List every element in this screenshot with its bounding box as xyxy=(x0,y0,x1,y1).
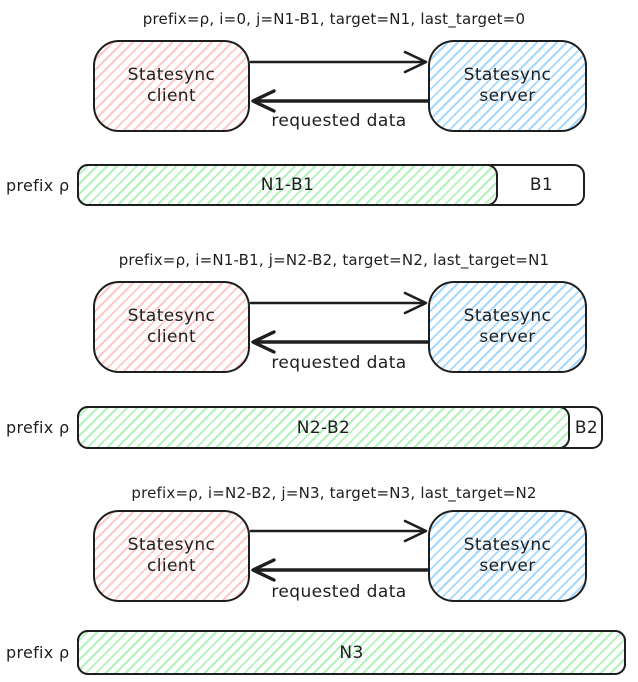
progress-bar-done xyxy=(77,164,498,206)
statesync-client-box: Statesync client xyxy=(93,510,250,602)
prefix-label: prefix ρ xyxy=(6,175,70,195)
server-label-line1: Statesync xyxy=(463,306,552,326)
statesync-server-box: Statesync server xyxy=(428,281,587,373)
client-label-line1: Statesync xyxy=(127,306,216,326)
statesync-server-box: Statesync server xyxy=(428,510,587,602)
response-arrow-label: requested data xyxy=(271,582,407,602)
statesync-client-box: Statesync client xyxy=(93,281,250,373)
bar-remaining-label: B2 xyxy=(574,417,599,438)
statesync-server-box: Statesync server xyxy=(428,40,587,132)
client-label-line2: client xyxy=(146,556,197,576)
bar-remaining-label: B1 xyxy=(529,175,554,195)
server-label-line1: Statesync xyxy=(463,65,552,85)
progress-bar: N1-B1 B1 xyxy=(77,164,585,206)
round-params: prefix=ρ, i=0, j=N1-B1, target=N1, last_… xyxy=(142,10,526,28)
progress-bar-done xyxy=(77,630,626,675)
prefix-label: prefix ρ xyxy=(6,418,70,437)
server-label-line2: server xyxy=(479,86,536,106)
progress-bar-done xyxy=(77,406,570,449)
round-params: prefix=ρ, i=N1-B1, j=N2-B2, target=N2, l… xyxy=(118,251,550,269)
response-arrow-label: requested data xyxy=(271,353,407,373)
client-label-line2: client xyxy=(146,327,197,347)
statesync-client-box: Statesync client xyxy=(93,40,250,132)
response-arrow-label: requested data xyxy=(271,111,407,131)
server-label-line2: server xyxy=(479,327,536,347)
progress-bar: N3 xyxy=(77,630,626,675)
bar-done-label: N1-B1 xyxy=(260,175,315,195)
server-label-line1: Statesync xyxy=(463,535,552,555)
bar-done-label: N2-B2 xyxy=(296,417,351,438)
bar-done-label: N3 xyxy=(339,642,364,663)
server-label-line2: server xyxy=(479,556,536,576)
client-label-line1: Statesync xyxy=(127,535,216,555)
client-label-line2: client xyxy=(146,86,197,106)
progress-bar: N2-B2 B2 xyxy=(77,406,603,449)
prefix-label: prefix ρ xyxy=(6,643,70,662)
round-params: prefix=ρ, i=N2-B2, j=N3, target=N3, last… xyxy=(131,484,537,502)
client-label-line1: Statesync xyxy=(127,65,216,85)
